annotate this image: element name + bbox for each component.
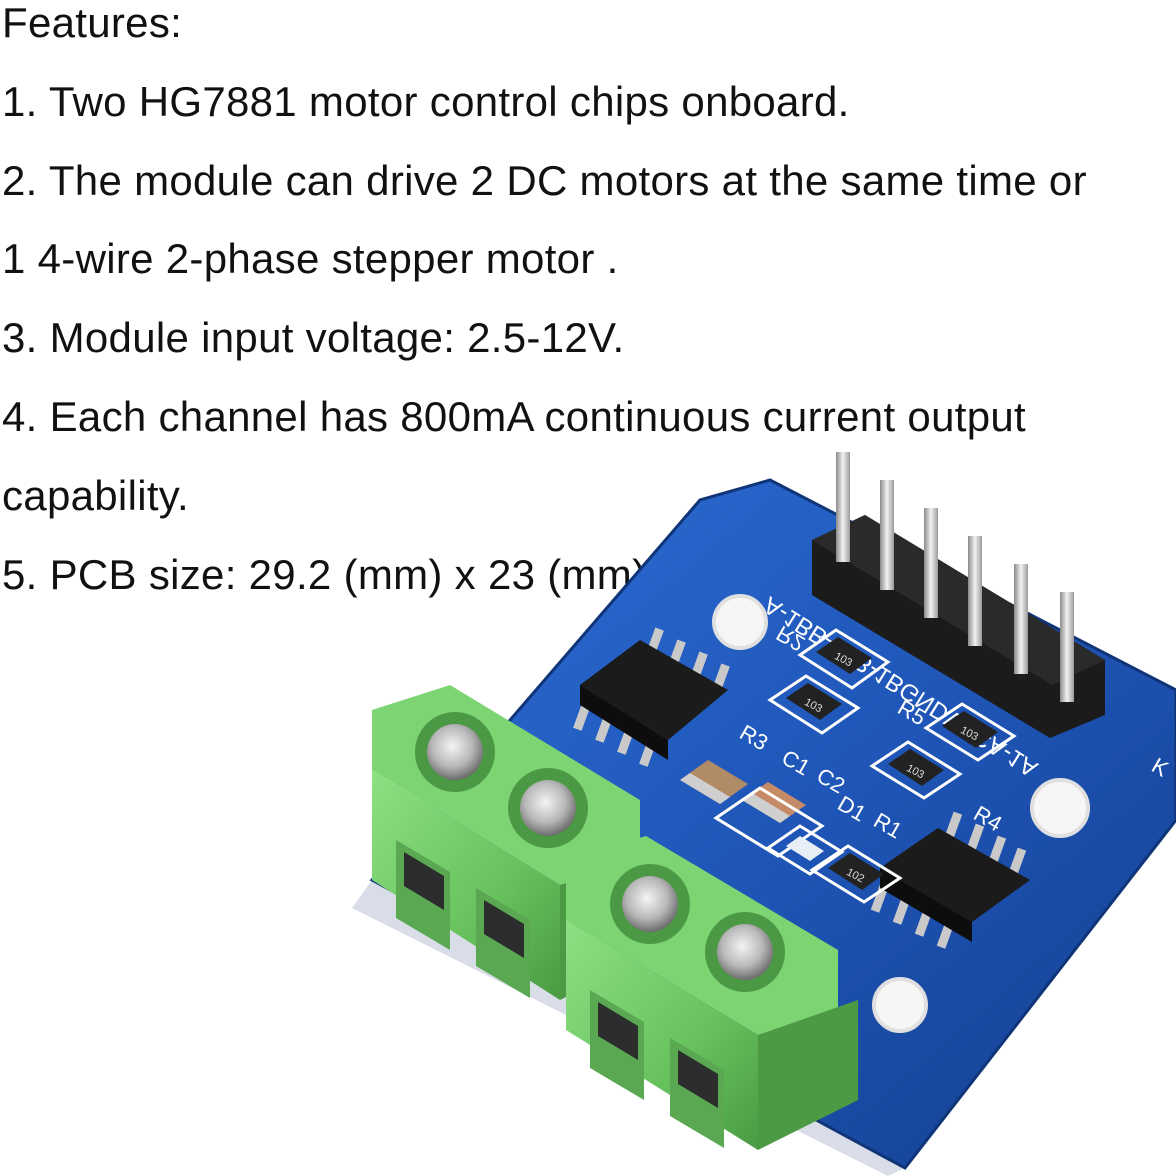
feature-line-4-continued: capability.: [2, 472, 189, 519]
capacitor-c2: [713, 782, 825, 858]
feature-line-4: 4. Each channel has 800mA continuous cur…: [2, 393, 1026, 440]
mounting-holes: [712, 594, 1090, 1033]
header-pin-2: [880, 480, 894, 590]
terminal-a-slot-1: [404, 852, 444, 910]
features-heading: Features:: [2, 0, 183, 46]
smd-capacitors: [680, 760, 845, 876]
led-d1: [765, 824, 845, 876]
feature-line-1: 1. Two HG7881 motor control chips onboar…: [2, 78, 850, 125]
mounting-hole-bottom: [872, 977, 928, 1033]
resistor-r1: 102: [809, 844, 903, 904]
resistor-r4: 103: [869, 740, 963, 800]
terminal-b-slot-1: [598, 1002, 638, 1060]
resistor-r5: 103: [923, 702, 1017, 762]
mounting-hole-right: [1030, 778, 1090, 838]
terminal-b-slot-2: [678, 1050, 718, 1108]
header-pin-6: [1060, 592, 1074, 702]
terminal-a-slot-2: [484, 900, 524, 958]
capacitor-c1: [680, 760, 748, 804]
feature-line-3: 3. Module input voltage: 2.5-12V.: [2, 314, 625, 361]
resistor-r3: 103: [767, 674, 861, 735]
smd-resistors: 103 103 103 103 102: [767, 628, 1017, 904]
driver-chip-left: [573, 627, 730, 767]
feature-line-5: 5. PCB size: 29.2 (mm) x 23 (mm).: [2, 551, 659, 598]
terminal-block-b: [566, 836, 858, 1150]
feature-line-2: 2. The module can drive 2 DC motors at t…: [2, 157, 1087, 204]
mounting-hole-top: [712, 594, 768, 650]
feature-line-2-continued: 1 4-wire 2-phase stepper motor .: [2, 235, 619, 282]
header-pin-4: [968, 536, 982, 646]
resistor-r2: 103: [797, 628, 891, 690]
header-pin-3: [924, 508, 938, 618]
driver-chip-right: [870, 811, 1030, 949]
header-pin-5: [1014, 564, 1028, 674]
pin-header: [812, 452, 1105, 738]
header-pin-1: [836, 452, 850, 562]
